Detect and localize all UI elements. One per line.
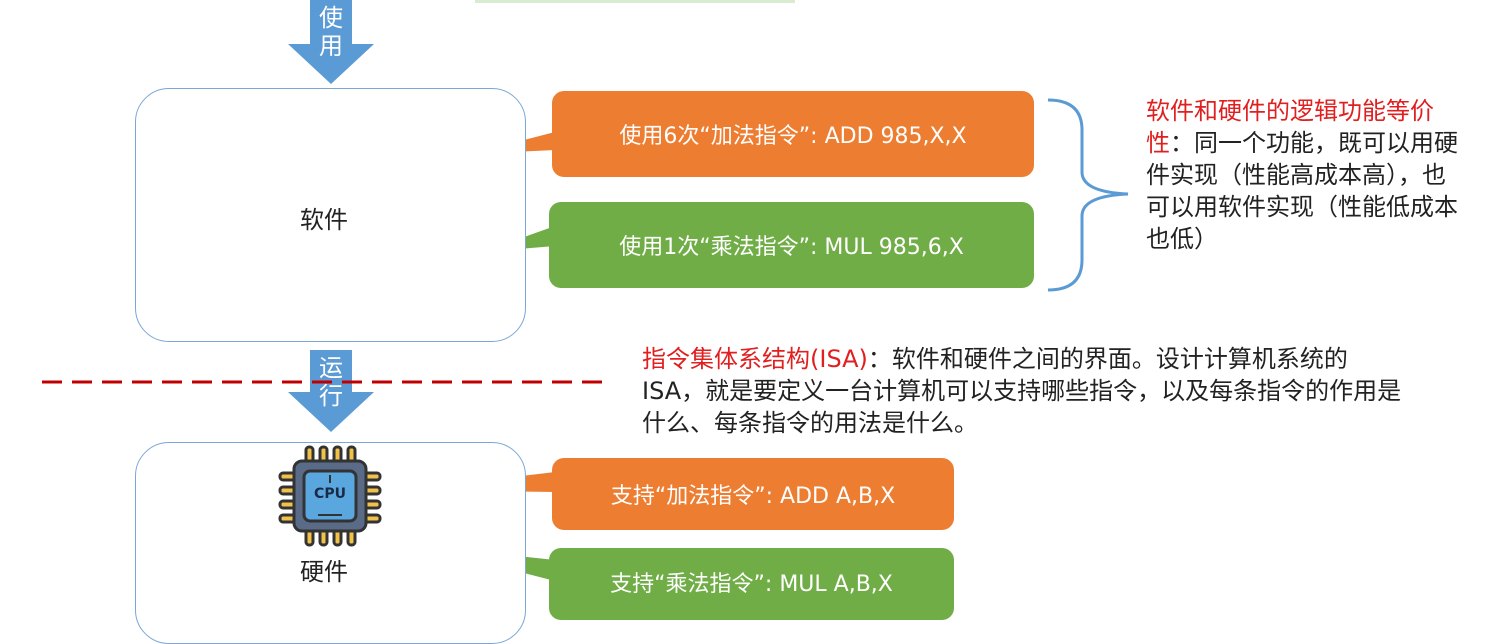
hardware-mul-callout: 支持“乘法指令”: MUL A,B,X — [549, 548, 954, 620]
cpu-chip-text: CPU — [314, 486, 346, 502]
run-arrow-label: 运 行 — [316, 354, 346, 410]
isa-highlight: 指令集体系结构(ISA) — [642, 345, 868, 373]
equivalence-note: 软件和硬件的逻辑功能等价性：同一个功能，既可以用硬件实现（性能高成本高），也可以… — [1146, 95, 1468, 255]
software-label: 软件 — [300, 206, 348, 234]
software-box — [135, 88, 526, 342]
software-add-callout: 使用6次“加法指令”: ADD 985,X,X — [552, 91, 1034, 177]
right-brace — [1047, 98, 1129, 292]
isa-note: 指令集体系结构(ISA)：软件和硬件之间的界面。设计计算机系统的ISA，就是要定… — [642, 343, 1402, 439]
use-char-2: 用 — [319, 32, 343, 60]
run-char-2: 行 — [319, 382, 343, 410]
top-partial-bar — [475, 0, 795, 3]
run-char-1: 运 — [319, 354, 343, 382]
hardware-add-callout: 支持“加法指令”: ADD A,B,X — [552, 458, 954, 530]
software-add-text: 使用6次“加法指令”: ADD 985,X,X — [619, 124, 967, 149]
use-arrow-label: 使 用 — [316, 4, 346, 60]
hardware-label: 硬件 — [300, 558, 348, 586]
hardware-mul-text: 支持“乘法指令”: MUL A,B,X — [610, 572, 893, 597]
software-mul-text: 使用1次“乘法指令”: MUL 985,6,X — [619, 235, 964, 260]
cpu-icon: CPU — [278, 445, 382, 547]
isa-text: ：软件和硬件之间的界面。设计计算机系统的ISA，就是要定义一台计算机可以支持哪些… — [642, 345, 1402, 437]
use-arrow — [288, 0, 374, 84]
equivalence-highlight: 软件和硬件的逻辑功能等价性 — [1146, 97, 1434, 157]
equivalence-text: ：同一个功能，既可以用硬件实现（性能高成本高），也可以用软件实现（性能低成本也低… — [1146, 129, 1458, 253]
software-mul-callout: 使用1次“乘法指令”: MUL 985,6,X — [549, 202, 1034, 288]
use-char-1: 使 — [319, 4, 343, 32]
run-arrow — [288, 350, 374, 432]
hardware-add-text: 支持“加法指令”: ADD A,B,X — [610, 484, 896, 509]
